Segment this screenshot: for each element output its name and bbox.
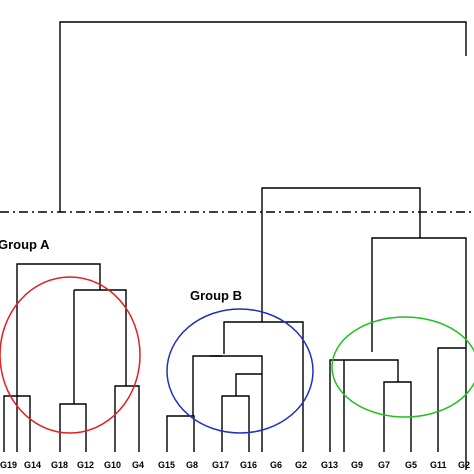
leaf-label: G10 — [104, 460, 121, 470]
link-g11 — [437, 347, 466, 452]
link-g10-g4 — [114, 385, 140, 452]
leaf-label: G12 — [77, 460, 94, 470]
leaf-label: G5 — [405, 460, 417, 470]
group-a-label: Group A — [0, 237, 50, 252]
leaf-label: G17 — [212, 460, 229, 470]
link-g18-g12 — [59, 403, 87, 452]
link-right-sub — [371, 237, 467, 470]
leaf-label: G9 — [351, 460, 363, 470]
link-group-a — [16, 263, 101, 452]
link-right-major — [261, 187, 421, 238]
link-b-lower — [192, 355, 222, 416]
leaf-label: G14 — [24, 460, 41, 470]
group-b-label: Group B — [190, 288, 242, 303]
group-b-ring — [166, 308, 314, 434]
leaf-label: G2 — [458, 460, 470, 470]
leaf-label: G8 — [186, 460, 198, 470]
leaf-label: G4 — [132, 460, 144, 470]
leaf-labels: G19 G14 G18 G12 G10 G4 G15 G8 G17 G16 G6… — [0, 460, 470, 470]
dendrogram-tree — [3, 21, 467, 470]
leaf-label: G13 — [321, 460, 338, 470]
link-g19-g14 — [3, 395, 31, 452]
leaf-label: G16 — [240, 460, 257, 470]
link-b-g17g16-up — [235, 373, 262, 396]
link-group-b — [223, 321, 304, 452]
link-g17-g16 — [221, 395, 250, 452]
leaf-label: G19 — [0, 460, 17, 470]
link-g13-g9 — [329, 359, 399, 452]
group-c-ring — [331, 316, 474, 418]
group-a-ring — [0, 276, 141, 434]
leaf-label: G6 — [270, 460, 282, 470]
leaf-label: G11 — [430, 460, 447, 470]
leaf-label: G18 — [51, 460, 68, 470]
leaf-label: G2 — [295, 460, 307, 470]
link-root — [59, 21, 467, 212]
leaf-label: G15 — [158, 460, 175, 470]
link-b-inner — [210, 355, 263, 452]
leaf-label: G7 — [378, 460, 390, 470]
link-g15-g8 — [166, 415, 195, 452]
link-a-right — [74, 289, 127, 386]
